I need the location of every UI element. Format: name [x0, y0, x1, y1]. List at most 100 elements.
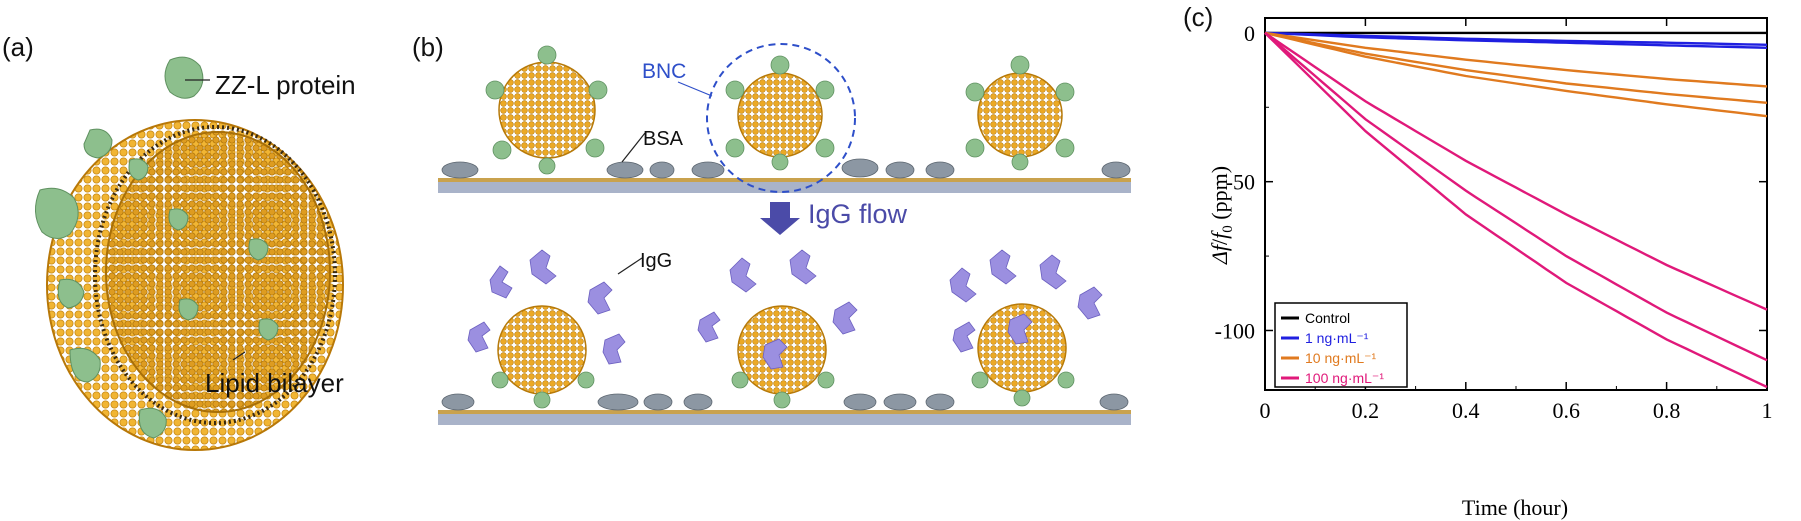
igg-label: IgG: [640, 250, 673, 272]
zz-l-protein: [731, 371, 749, 389]
bnc-particle: [497, 305, 587, 395]
zz-l-protein: [773, 391, 791, 409]
igg-molecule: [1077, 286, 1103, 320]
bsa-molecule: [691, 161, 725, 179]
series-line: [1264, 31, 1768, 46]
zz-l-protein-label: ZZ-L protein: [215, 70, 356, 100]
zz-l-protein: [164, 56, 204, 99]
series-line: [1264, 32, 1768, 389]
lipid-bilayer-label: Lipid bilayer: [205, 368, 344, 398]
liposome-illustration: [35, 56, 344, 451]
zz-l-protein: [138, 407, 167, 439]
series-line: [1264, 31, 1768, 88]
zz-l-protein: [168, 208, 189, 231]
series-line: [1264, 31, 1768, 118]
bsa-molecule: [441, 161, 479, 179]
bsa-molecule: [885, 161, 915, 179]
igg-molecule: [587, 281, 613, 315]
bsa-molecule: [441, 393, 475, 411]
series-line: [1264, 31, 1768, 49]
zz-l-protein: [770, 55, 790, 75]
y-tick-label: -50: [1226, 170, 1255, 195]
bilayer-leader-line: [232, 351, 246, 361]
bsa-leader-line: [621, 132, 646, 163]
zz-l-protein: [178, 298, 199, 321]
flow-arrow: [760, 202, 800, 235]
zz-l-protein: [83, 128, 113, 159]
igg-molecule: [789, 249, 817, 285]
bnc-leader-line: [677, 81, 713, 97]
zz-l-protein: [1057, 371, 1075, 389]
substrate-top-gold: [438, 178, 1131, 182]
bnc-particle: [737, 72, 823, 158]
zz-l-protein: [1010, 55, 1030, 75]
panel-a-label: (a): [2, 32, 34, 62]
legend-label: 1 ng·mL⁻¹: [1305, 330, 1369, 346]
liposome-inner: [105, 131, 331, 413]
zz-l-protein: [965, 82, 985, 102]
igg-molecule: [989, 249, 1017, 285]
bnc-particle: [977, 72, 1063, 158]
bsa-molecule: [597, 393, 639, 411]
substrate-bottom: [438, 412, 1131, 425]
zz-l-protein: [492, 140, 512, 160]
igg-molecule: [529, 249, 557, 285]
bsa-molecule: [643, 393, 673, 411]
igg-molecule: [832, 301, 858, 335]
x-tick-label: 0.6: [1552, 398, 1580, 423]
bsa-molecule: [925, 393, 955, 411]
series-line: [1264, 31, 1768, 362]
x-tick-label: 0.4: [1452, 398, 1480, 423]
zz-l-protein: [1013, 389, 1031, 407]
zz-l-protein: [491, 371, 509, 389]
x-tick-label: 0.2: [1352, 398, 1380, 423]
legend-label: 10 ng·mL⁻¹: [1305, 350, 1377, 366]
bsa-molecule: [683, 393, 713, 411]
igg-molecule: [602, 333, 626, 365]
zz-l-protein: [815, 80, 835, 100]
zz-l-protein: [538, 157, 556, 175]
zz-l-protein: [258, 318, 279, 341]
zz-l-protein: [588, 80, 608, 100]
bilayer-ring: [93, 125, 337, 425]
zz-l-protein: [965, 138, 985, 158]
zz-l-protein: [815, 138, 835, 158]
substrate-bottom-gold: [438, 410, 1131, 414]
bnc-particle: [498, 61, 596, 159]
bnc-highlight-circle: [706, 43, 856, 193]
bsa-label: BSA: [643, 128, 684, 150]
bsa-molecule: [841, 158, 879, 178]
x-tick-label: 0: [1260, 398, 1271, 423]
zz-l-protein: [585, 138, 605, 158]
x-axis-title: Time (hour): [1462, 495, 1568, 520]
igg-molecule: [1039, 254, 1067, 290]
legend-label: 100 ng·mL⁻¹: [1305, 370, 1384, 386]
igg-molecule: [949, 267, 977, 303]
bsa-molecule: [606, 161, 644, 179]
bsa-molecule: [843, 393, 877, 411]
igg-molecule: [489, 265, 513, 299]
zz-l-protein: [248, 238, 269, 261]
legend-label: Control: [1305, 310, 1350, 326]
igg-molecule: [762, 338, 788, 370]
zz-l-protein: [1055, 138, 1075, 158]
zz-l-protein: [817, 371, 835, 389]
y-tick-label: 0: [1244, 21, 1255, 46]
binding-schematic: [438, 43, 1131, 425]
panel-b-label: (b): [412, 32, 444, 62]
zz-l-protein: [57, 278, 85, 309]
igg-molecule: [697, 311, 721, 343]
igg-molecule: [952, 321, 976, 353]
substrate-top: [438, 180, 1131, 193]
panel-c-label: (c): [1183, 2, 1214, 32]
zz-l-protein: [1055, 82, 1075, 102]
zz-l-protein: [69, 347, 101, 383]
bnc-label: BNC: [642, 60, 687, 83]
igg-flow-label: IgG flow: [808, 199, 908, 229]
igg-molecule: [467, 321, 491, 353]
zz-l-protein: [485, 80, 505, 100]
zz-l-protein: [725, 138, 745, 158]
y-tick-label: -100: [1215, 318, 1255, 343]
igg-molecule: [1007, 313, 1033, 345]
y-axis-title: Δf/f0 (ppm): [1207, 166, 1236, 265]
